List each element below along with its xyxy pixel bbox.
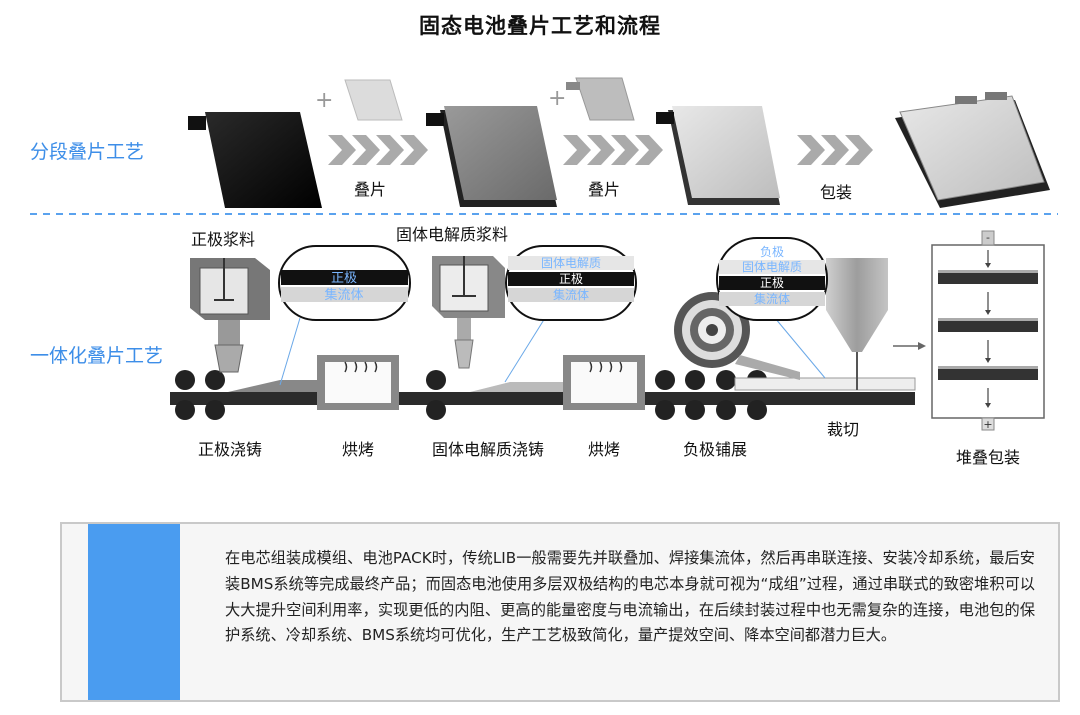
speckled-sheet-icon	[566, 77, 635, 121]
plus-terminal: +	[983, 418, 992, 431]
electrolyte-slurry-label: 固体电解质浆料	[396, 225, 509, 244]
segmented-process-label: 分段叠片工艺	[30, 141, 145, 163]
step-cutting: 裁切	[826, 420, 859, 439]
chevron-arrows-icon	[563, 135, 663, 165]
plus-icon: +	[315, 88, 333, 113]
callout2-layer-2: 集流体	[553, 287, 589, 302]
cutter-icon	[826, 258, 888, 390]
conveyor-belt	[170, 392, 915, 405]
callout3-layer-2: 正极	[760, 276, 784, 290]
step-stack-package: 堆叠包装	[955, 448, 1020, 467]
step-electrolyte-casting: 固体电解质浇铸	[431, 440, 544, 459]
oven-icon	[563, 355, 645, 410]
layer-callout-full-cell: 负极 固体电解质 正极 集流体	[716, 237, 828, 379]
grey-sheet-icon	[426, 106, 557, 207]
stack-package-icon: - +	[931, 230, 1045, 431]
description-text: 在电芯组装成模组、电池PACK时，传统LIB一般需要先并联叠加、焊接集流体，然后…	[225, 549, 1035, 645]
callout3-layer-0: 负极	[760, 245, 784, 259]
pouch-cell-icon	[895, 92, 1050, 208]
black-sheet-icon	[188, 112, 322, 208]
cathode-slurry-label: 正极浆料	[191, 230, 256, 249]
thin-sheet-icon	[344, 79, 403, 121]
page-title: 固态电池叠片工艺和流程	[419, 14, 661, 38]
description-box	[60, 522, 1060, 702]
callout1-layer-0: 正极	[331, 271, 357, 286]
callout3-layer-1: 固体电解质	[742, 260, 802, 274]
light-sheet-icon	[656, 106, 780, 205]
oven-icon	[317, 355, 399, 410]
segmented-step-2: 叠片	[587, 180, 620, 199]
callout3-layer-3: 集流体	[754, 291, 790, 306]
step-baking-1: 烘烤	[341, 440, 374, 459]
callout2-layer-1: 正极	[559, 272, 583, 286]
callout1-layer-1: 集流体	[324, 287, 363, 303]
minus-terminal: -	[986, 231, 990, 244]
cathode-hopper-icon	[190, 258, 270, 373]
segmented-step-1: 叠片	[353, 180, 386, 199]
arrow-right-icon	[918, 342, 926, 350]
plus-icon: +	[548, 86, 566, 111]
integrated-process-label: 一体化叠片工艺	[30, 345, 164, 367]
electrolyte-hopper-icon	[432, 256, 505, 369]
step-cathode-casting: 正极浇铸	[197, 440, 262, 459]
chevron-arrows-icon	[328, 135, 428, 165]
callout2-layer-0: 固体电解质	[541, 256, 601, 270]
segmented-step-3: 包装	[819, 183, 852, 202]
layer-callout-cathode: 正极 集流体	[278, 245, 411, 386]
step-anode-spreading: 负极铺展	[682, 440, 747, 459]
step-baking-2: 烘烤	[587, 440, 620, 459]
description-accent-bar	[88, 524, 180, 700]
chevron-arrows-icon	[797, 135, 873, 165]
layer-callout-electrolyte: 固体电解质 正极 集流体	[504, 245, 637, 383]
